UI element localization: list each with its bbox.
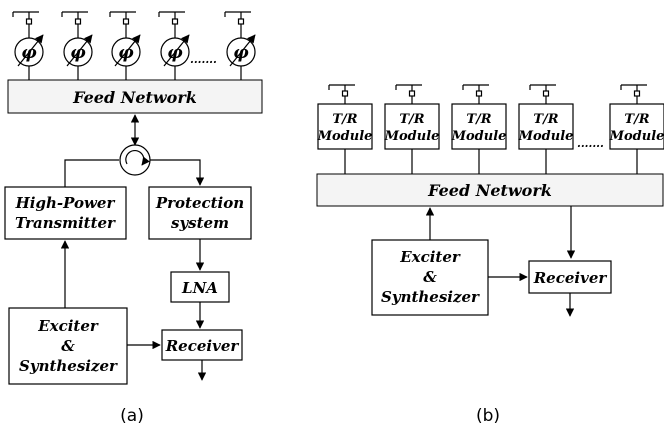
antenna-icon bbox=[109, 11, 136, 38]
transmitter-box bbox=[4, 186, 127, 240]
antenna-icon bbox=[12, 11, 39, 38]
antenna-icon bbox=[462, 84, 489, 104]
antenna-icon bbox=[620, 84, 647, 104]
feed-network-box bbox=[316, 173, 664, 207]
transmitter-label-line2: Transmitter bbox=[15, 214, 116, 232]
exciter-label-line2: & bbox=[61, 337, 75, 355]
caption-b: (b) bbox=[476, 406, 500, 426]
tr-module-box bbox=[451, 103, 507, 150]
phase-symbol: φ bbox=[118, 43, 134, 63]
phase-shifter-column-5: φ bbox=[224, 11, 256, 80]
tr-module-box bbox=[384, 103, 440, 150]
phase-symbol: φ bbox=[21, 43, 37, 63]
phase-shifter-column-1: φ bbox=[12, 11, 44, 80]
antenna-icon bbox=[158, 11, 185, 38]
antenna-icon bbox=[529, 84, 556, 104]
tr-module-column-5: T/R Module bbox=[609, 84, 664, 174]
antenna-icon bbox=[61, 11, 88, 38]
feed-network-label: Feed Network bbox=[427, 181, 552, 200]
antenna-icon bbox=[328, 84, 355, 104]
tr-module-label-line2: Module bbox=[609, 129, 664, 144]
phase-shifter-column-3: φ bbox=[109, 11, 141, 80]
tr-module-label-line1: T/R bbox=[399, 112, 424, 127]
receiver-box bbox=[528, 260, 612, 294]
exciter-synthesizer-box bbox=[371, 239, 489, 316]
feed-network-label: Feed Network bbox=[72, 88, 197, 107]
exciter-label-line2: & bbox=[423, 268, 437, 286]
exciter-label-line3: Synthesizer bbox=[381, 288, 480, 306]
tr-module-label-line1: T/R bbox=[624, 112, 649, 127]
exciter-label-line1: Exciter bbox=[399, 248, 461, 266]
tr-module-column-1: T/R Module bbox=[317, 84, 373, 174]
tr-module-box bbox=[518, 103, 574, 150]
tr-module-column-4: T/R Module bbox=[518, 84, 574, 174]
tr-module-label-line2: Module bbox=[451, 129, 507, 144]
lna-label: LNA bbox=[181, 279, 218, 297]
tr-module-box bbox=[609, 103, 664, 150]
tr-module-label-line1: T/R bbox=[533, 112, 558, 127]
ellipsis: ....... bbox=[577, 137, 604, 150]
exciter-label-line3: Synthesizer bbox=[19, 357, 118, 375]
tuning-arrow bbox=[163, 34, 190, 67]
tuning-arrow bbox=[229, 34, 256, 67]
tr-module-label-line1: T/R bbox=[332, 112, 357, 127]
ellipsis: ....... bbox=[190, 53, 217, 66]
caption-a: (a) bbox=[120, 406, 144, 426]
tr-module-label-line1: T/R bbox=[466, 112, 491, 127]
tr-module-label-line2: Module bbox=[384, 129, 440, 144]
protection-label-line1: Protection bbox=[155, 194, 244, 212]
exciter-synthesizer-box bbox=[8, 307, 128, 385]
protection-label-line2: system bbox=[171, 214, 229, 232]
circulator-icon bbox=[119, 144, 151, 176]
tx-to-circulator-line bbox=[64, 159, 119, 187]
antenna-icon bbox=[224, 11, 251, 38]
receiver-label: Receiver bbox=[165, 337, 240, 355]
tr-module-box bbox=[317, 103, 373, 150]
phase-symbol: φ bbox=[167, 43, 183, 63]
tr-module-column-3: T/R Module bbox=[451, 84, 507, 174]
phase-shifter-column-2: φ bbox=[61, 11, 93, 80]
tr-module-label-line2: Module bbox=[518, 129, 574, 144]
panel-b: T/R Module T/R Module bbox=[316, 84, 664, 426]
tuning-arrow bbox=[114, 34, 141, 67]
receiver-label: Receiver bbox=[533, 269, 608, 287]
protection-system-box bbox=[148, 186, 252, 240]
tuning-arrow bbox=[66, 34, 93, 67]
phase-symbol: φ bbox=[70, 43, 86, 63]
phase-symbol: φ bbox=[233, 43, 249, 63]
feed-network-box bbox=[7, 79, 263, 114]
antenna-icon bbox=[395, 84, 422, 104]
panel-a: φ φ φ bbox=[4, 11, 263, 426]
phase-shifter-column-4: φ bbox=[158, 11, 190, 80]
exciter-label-line1: Exciter bbox=[37, 317, 99, 335]
circulator-to-protection-arrow bbox=[150, 159, 205, 186]
tr-module-label-line2: Module bbox=[317, 129, 373, 144]
receiver-box bbox=[161, 329, 243, 361]
tuning-arrow bbox=[17, 34, 44, 67]
tr-module-column-2: T/R Module bbox=[384, 84, 440, 174]
transmitter-label-line1: High-Power bbox=[15, 194, 116, 212]
